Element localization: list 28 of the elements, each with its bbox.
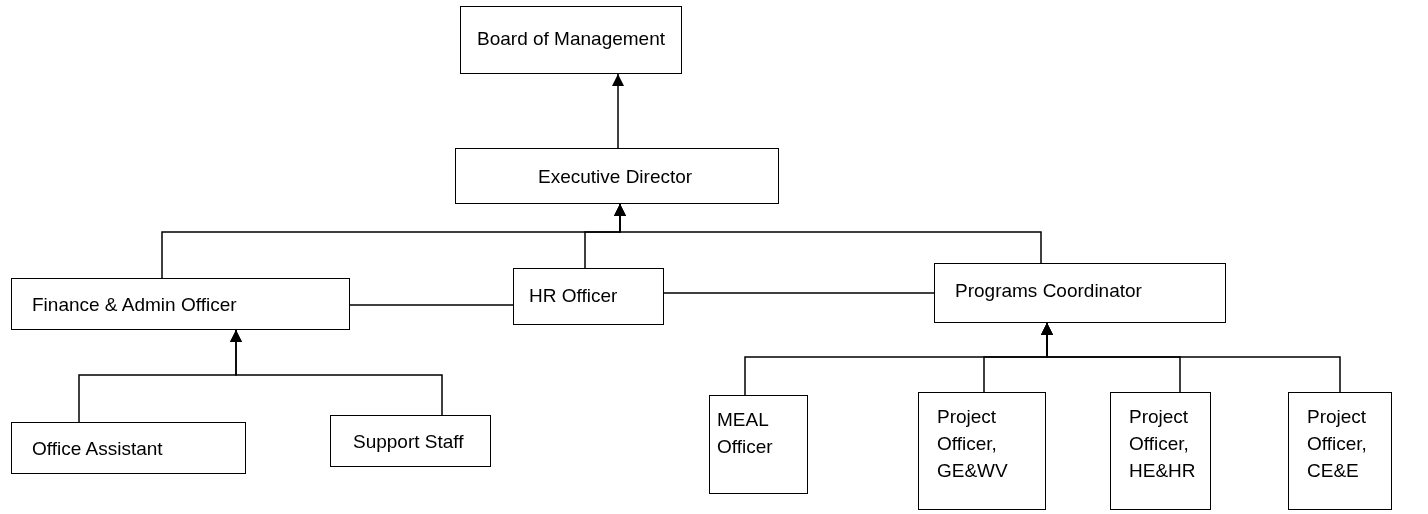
arrow bbox=[612, 73, 624, 149]
org-box bbox=[709, 395, 808, 494]
org-box bbox=[1288, 392, 1392, 510]
org-box bbox=[11, 422, 246, 474]
org-box bbox=[918, 392, 1046, 510]
role-label: Project Officer, HE&HR bbox=[1129, 405, 1197, 483]
role-label: HR Officer bbox=[529, 284, 619, 308]
role-label: MEAL Officer bbox=[717, 408, 774, 459]
role-label: Project Officer, CE&E bbox=[1307, 405, 1368, 483]
org-box bbox=[934, 263, 1226, 323]
arrow bbox=[1041, 322, 1341, 393]
connector-line bbox=[663, 292, 935, 294]
role-label: Support Staff bbox=[353, 430, 465, 454]
org-box bbox=[460, 6, 682, 74]
arrow bbox=[614, 203, 1042, 264]
org-box bbox=[1110, 392, 1211, 510]
arrow bbox=[230, 329, 443, 416]
org-box bbox=[455, 148, 779, 204]
role-label: Finance & Admin Officer bbox=[32, 293, 238, 317]
role-label: Office Assistant bbox=[32, 437, 164, 461]
org-box bbox=[11, 278, 350, 330]
role-label: Executive Director bbox=[538, 165, 694, 189]
connector-line bbox=[349, 304, 514, 306]
org-box bbox=[330, 415, 491, 467]
org-box bbox=[513, 268, 664, 325]
role-label: Project Officer, GE&WV bbox=[937, 405, 1009, 483]
role-label: Board of Management bbox=[477, 27, 666, 51]
role-label: Programs Coordinator bbox=[955, 279, 1143, 303]
